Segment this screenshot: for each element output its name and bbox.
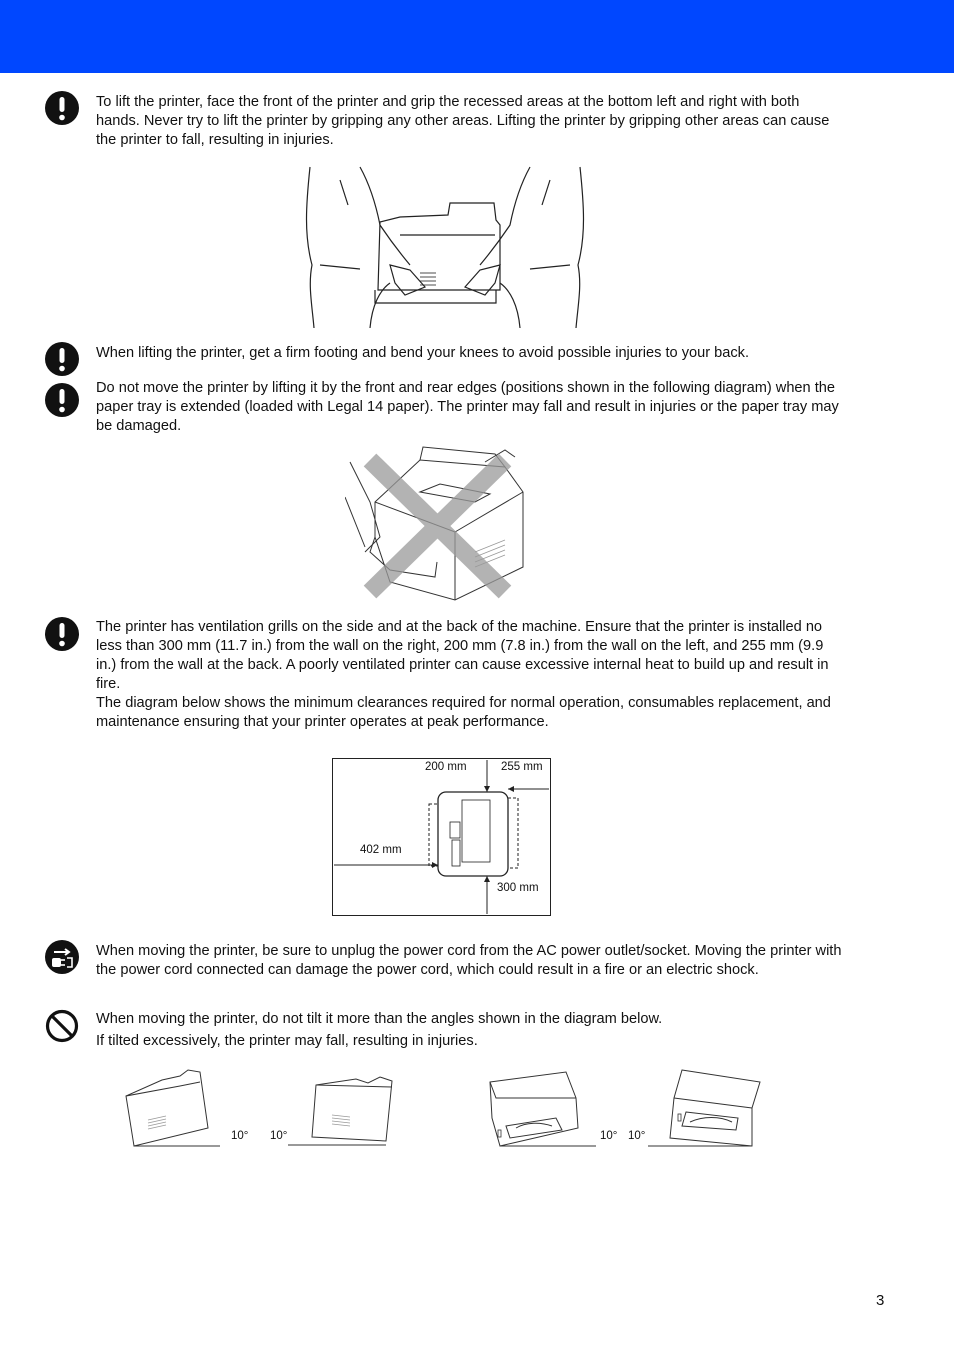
unplug-icon bbox=[45, 940, 79, 974]
exclamation-icon bbox=[45, 383, 79, 417]
header-band bbox=[0, 0, 954, 73]
tilt-front-right-illustration bbox=[648, 1069, 761, 1147]
exclamation-icon bbox=[45, 617, 79, 651]
tilt-warning-text: When moving the printer, do not tilt it … bbox=[96, 1011, 663, 1027]
tilt-angle-label: 10° bbox=[231, 1130, 249, 1142]
footing-instruction-text: When lifting the printer, get a firm foo… bbox=[96, 345, 750, 361]
clearance-bottom-label: 300 mm bbox=[497, 882, 539, 894]
tilt-side-left-illustration bbox=[125, 1069, 220, 1147]
exclamation-icon bbox=[45, 342, 79, 376]
page-number: 3 bbox=[876, 1292, 885, 1309]
tilt-angle-label: 10° bbox=[600, 1130, 618, 1142]
exclamation-icon bbox=[45, 91, 79, 125]
tilt-consequence-text: If tilted excessively, the printer may f… bbox=[96, 1033, 478, 1049]
prohibited-icon bbox=[45, 1009, 79, 1043]
tilt-angle-label: 10° bbox=[628, 1130, 646, 1142]
clearance-top-right-label: 255 mm bbox=[501, 761, 543, 773]
clearance-left-label: 402 mm bbox=[360, 844, 402, 856]
tilt-front-left-illustration bbox=[489, 1071, 596, 1147]
clearance-diagram: 200 mm 255 mm 402 mm 300 mm bbox=[332, 758, 551, 916]
incorrect-lift-illustration bbox=[345, 446, 524, 601]
tilt-side-right-illustration bbox=[288, 1076, 393, 1146]
ventilation-warning-text: The printer has ventilation grills on th… bbox=[96, 619, 829, 692]
tilt-angle-label: 10° bbox=[270, 1130, 288, 1142]
lifting-illustration bbox=[305, 166, 585, 329]
clearance-intro-text: The diagram below shows the minimum clea… bbox=[96, 695, 831, 730]
clearance-top-left-label: 200 mm bbox=[425, 761, 467, 773]
lift-instruction-text: To lift the printer, face the front of t… bbox=[96, 94, 830, 148]
edge-lift-warning-text: Do not move the printer by lifting it by… bbox=[96, 380, 839, 434]
unplug-warning-text: When moving the printer, be sure to unpl… bbox=[96, 943, 842, 978]
